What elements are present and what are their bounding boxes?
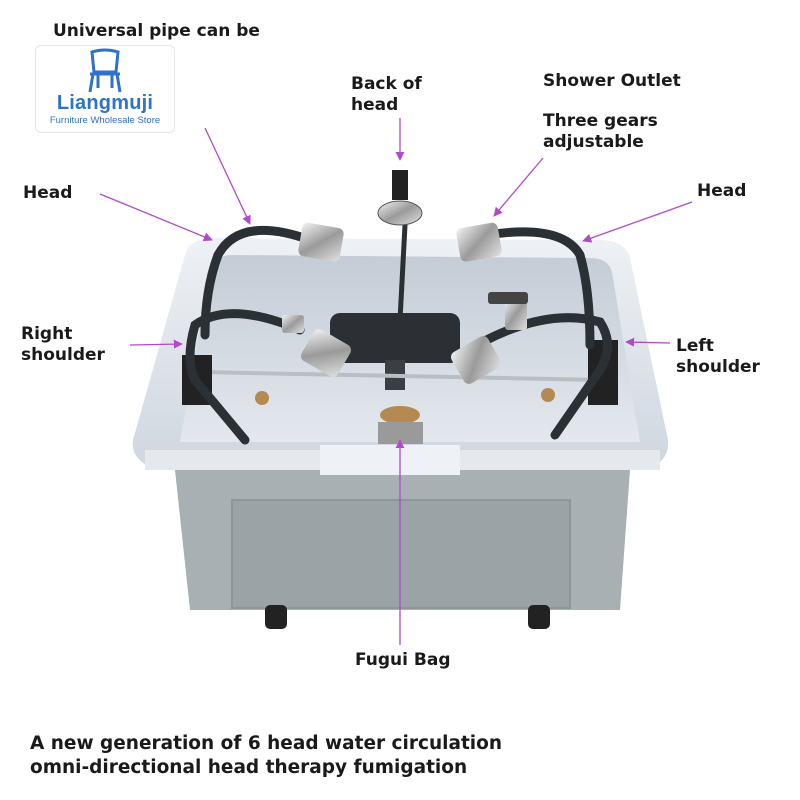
label-left-shoulder: Left shoulder: [676, 336, 760, 377]
hoses: [185, 222, 612, 445]
label-three-gears: Three gears adjustable: [543, 111, 658, 152]
neck-rest: [330, 313, 460, 390]
caption: A new generation of 6 head water circula…: [30, 732, 770, 780]
caption-line-2: omni-directional head therapy fumigation: [30, 757, 468, 778]
cabinet: [175, 470, 630, 629]
label-right-shoulder: Right shoulder: [21, 324, 105, 365]
label-back-of-head: Back of head: [351, 74, 422, 115]
chair-icon: [88, 48, 122, 93]
label-universal-pipe: Universal pipe can be: [53, 21, 260, 41]
logo-subtitle: Furniture Wholesale Store: [49, 115, 161, 126]
label-fugui-bag: Fugui Bag: [355, 650, 451, 670]
back-of-head-shower: [377, 170, 423, 226]
caption-line-1: A new generation of 6 head water circula…: [30, 733, 503, 754]
label-head-right: Head: [697, 181, 747, 201]
annotation-arrows: [99, 118, 693, 645]
label-shower-outlet: Shower Outlet: [543, 71, 681, 91]
drain: [378, 406, 423, 444]
logo-name: Liangmuji: [56, 92, 154, 114]
label-head-left: Head: [23, 183, 73, 203]
brand-logo: Liangmuji Furniture Wholesale Store: [35, 45, 175, 133]
chrome-nozzles: [282, 222, 528, 384]
